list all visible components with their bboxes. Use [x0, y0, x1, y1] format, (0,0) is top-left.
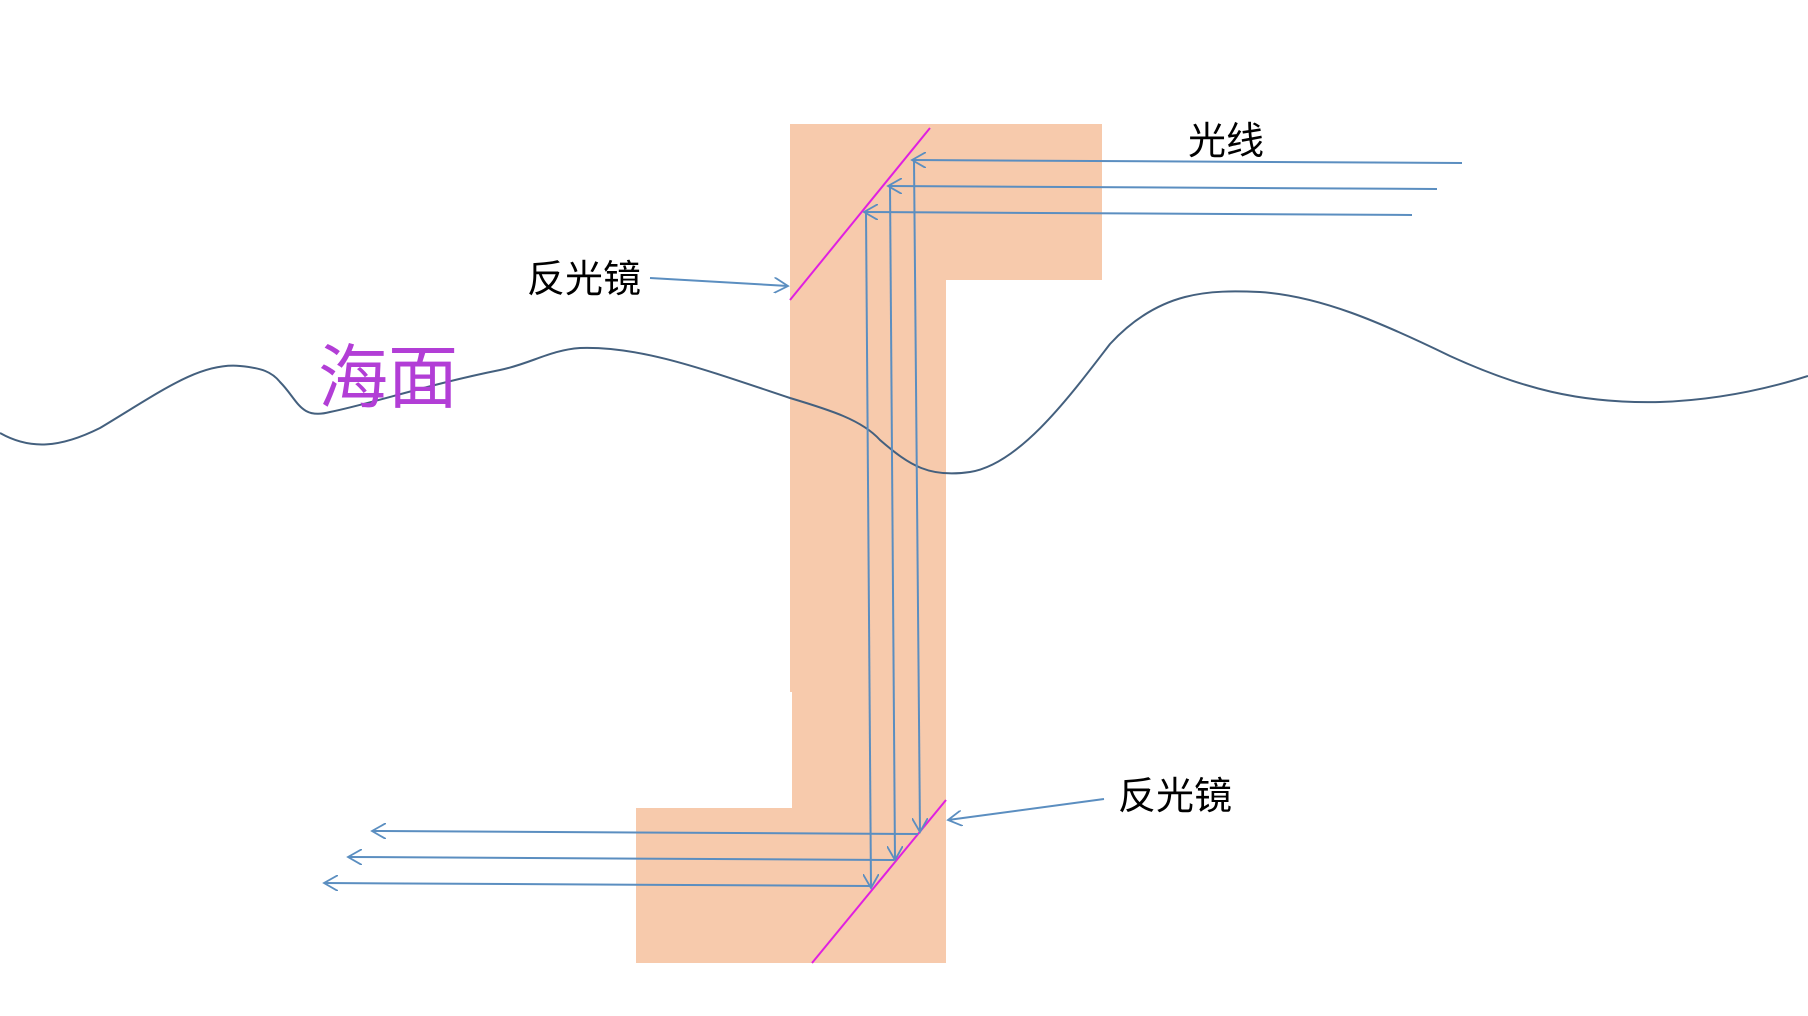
mirror-top-label: 反光镜 — [527, 257, 642, 301]
vertical-ray — [866, 211, 871, 888]
outgoing-ray — [324, 883, 871, 886]
vertical-ray — [890, 185, 895, 860]
sea-surface-wave — [0, 290, 1808, 475]
outgoing-ray — [348, 857, 895, 860]
incoming-ray — [888, 186, 1438, 189]
outgoing-rays — [324, 831, 919, 886]
mirror-bottom-label: 反光镜 — [1118, 774, 1233, 818]
mirror-bottom-pointer — [948, 798, 1105, 820]
outgoing-ray — [372, 831, 919, 834]
vertical-rays — [866, 159, 920, 888]
sea-surface-label: 海面 — [318, 337, 458, 419]
incoming-rays — [864, 160, 1463, 215]
incoming-ray — [864, 212, 1413, 215]
vertical-ray — [914, 159, 920, 832]
light-label: 光线 — [1188, 119, 1265, 163]
incoming-ray — [912, 160, 1463, 163]
mirror-top-pointer — [649, 277, 788, 286]
top-mirror — [789, 127, 931, 301]
